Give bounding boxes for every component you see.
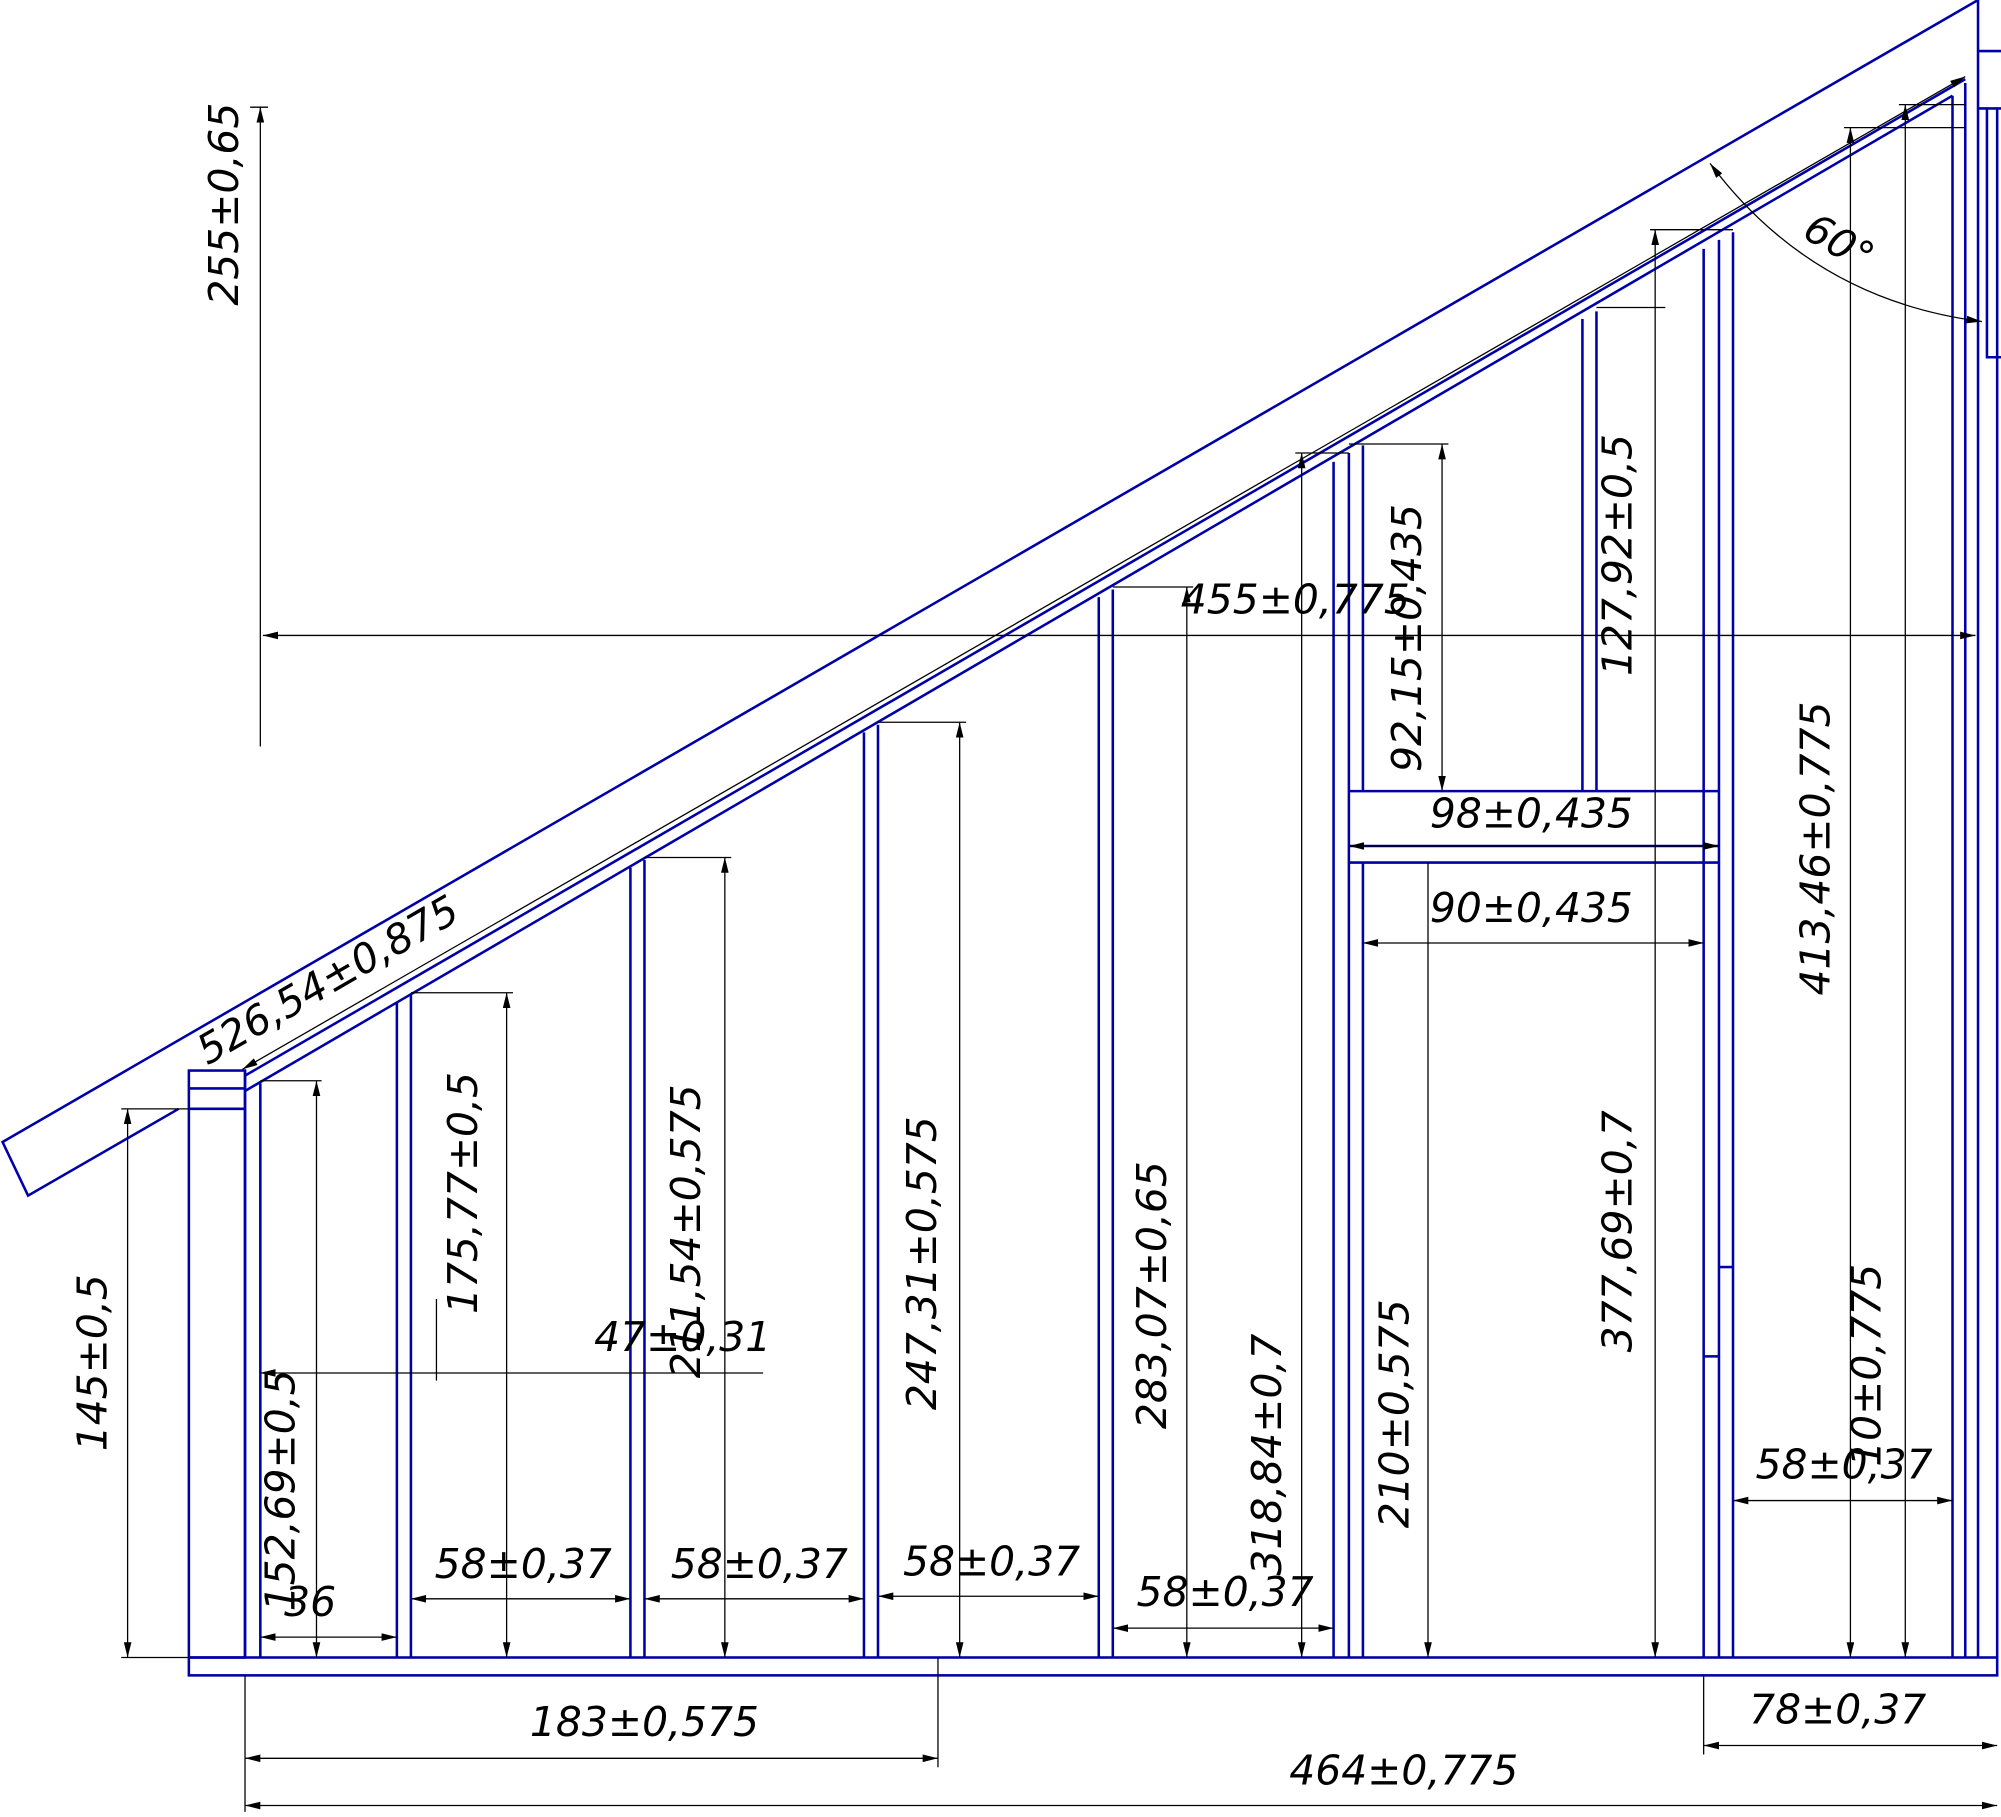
bottom-plate (187, 1656, 1999, 1677)
dim-stud-5: 283,07±0,65 (1128, 1161, 1176, 1429)
roof-board (0, 0, 1980, 1198)
dim-stud-3: 211,54±0,575 (662, 1084, 710, 1378)
dim-offset: 47±0,31 (594, 1313, 771, 1361)
dim-upper-opening: 92,15±0,435 (1383, 504, 1431, 772)
dimension-labels: 255±0,65 455±0,775 92,15±0,435 127,92±0,… (69, 103, 1933, 1795)
dim-opening-height: 210±0,575 (1370, 1299, 1418, 1528)
dim-stud-7: 377,69±0,7 (1594, 1110, 1642, 1352)
dim-left-section: 183±0,575 (530, 1698, 759, 1746)
dim-overall-height: 255±0,65 (200, 103, 248, 306)
dim-spacing-4: 58±0,37 (1137, 1568, 1314, 1616)
dim-spacing-5: 58±0,37 (1755, 1440, 1932, 1488)
dim-rafter-length: 526,54±0,875 (188, 886, 467, 1075)
dim-roof-angle: 60° (1796, 204, 1883, 282)
dim-inner-width: 455±0,775 (1181, 575, 1410, 623)
dim-stud-2: 175,77±0,5 (439, 1072, 487, 1314)
dim-right-inner: 10±0,775 (1843, 1264, 1891, 1467)
dim-total-width: 464±0,775 (1289, 1747, 1518, 1795)
dimension-lines (121, 76, 1998, 1812)
dim-first-gap: 36 (284, 1578, 336, 1626)
dim-header-width: 98±0,435 (1430, 790, 1633, 838)
dim-spacing-1: 58±0,37 (435, 1540, 612, 1588)
dim-spacing-2: 58±0,37 (671, 1540, 848, 1588)
dim-right-section: 78±0,37 (1749, 1685, 1926, 1733)
dim-cripple-height: 127,92±0,5 (1594, 434, 1642, 676)
dim-left-post-height: 145±0,5 (69, 1274, 117, 1451)
dim-right-post-height: 413,46±0,775 (1792, 702, 1840, 996)
studs (395, 49, 2001, 1658)
dim-opening-width: 90±0,435 (1430, 884, 1633, 932)
rafter-top (244, 78, 1966, 1077)
dim-spacing-3: 58±0,37 (903, 1537, 1080, 1585)
dim-stud-6: 318,84±0,7 (1243, 1334, 1291, 1576)
dim-stud-4: 247,31±0,575 (898, 1116, 946, 1410)
dim-stud-1: 152,69±0,5 (256, 1369, 304, 1611)
left-post (187, 1069, 247, 1659)
